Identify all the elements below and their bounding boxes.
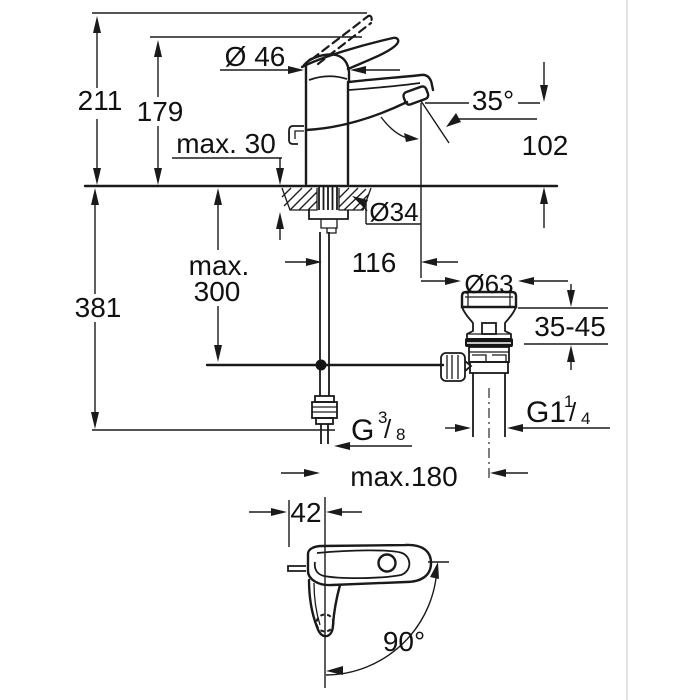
rod-knob xyxy=(440,352,473,382)
side-view-faucet xyxy=(83,14,559,188)
lever-horizontal xyxy=(306,543,433,587)
depth-below-label: 381 xyxy=(75,292,122,323)
dim-shank-diameter: Ø34 xyxy=(352,196,421,227)
supply-thread-g: G xyxy=(351,414,374,447)
dim-depth-below: 381 xyxy=(75,188,122,429)
handle-projection-label: 42 xyxy=(290,497,321,528)
dim-handle-projection: 42 xyxy=(249,497,362,547)
handle-swivel-label: 90° xyxy=(383,626,425,657)
dim-waste-thread: G1 1 / 4 xyxy=(445,392,610,432)
dim-hose-length: max. 300 xyxy=(189,188,250,362)
dim-total-height: 211 xyxy=(78,12,367,185)
lever-button xyxy=(377,553,397,573)
total-height-label: 211 xyxy=(78,85,123,116)
dim-body-diameter: Ø 46 xyxy=(220,41,400,74)
hook-detail xyxy=(288,125,304,145)
hose-length-label-1: max. xyxy=(189,250,250,281)
body-diameter-label: Ø 46 xyxy=(225,41,286,72)
basin-thickness-label: 35-45 xyxy=(534,311,606,342)
dim-basin-thickness: 35-45 xyxy=(518,284,608,370)
lever-height-label: 179 xyxy=(137,96,184,127)
supply-fitting xyxy=(311,395,338,444)
dim-waste-flange-diameter: Ø63 xyxy=(421,269,568,299)
outlet-angle-label: 35° xyxy=(472,85,514,116)
aerator xyxy=(402,85,430,106)
dim-rod-offset: max.180 xyxy=(281,461,528,492)
rod-offset-label: max.180 xyxy=(350,461,457,492)
top-view-handle: 90° 42 xyxy=(249,497,449,688)
dim-handle-swivel: 90° xyxy=(325,561,449,676)
mounting-nut xyxy=(308,210,349,220)
waste-thread-numerator: 1 xyxy=(564,392,573,411)
dim-lever-height: 179 xyxy=(137,36,362,185)
supply-thread-denominator: 8 xyxy=(396,425,405,444)
deck-hatch-left xyxy=(281,187,318,211)
dim-supply-thread: G 3 / 8 xyxy=(334,408,412,450)
hose-length-label-2: 300 xyxy=(194,276,241,307)
lever-rotated xyxy=(307,578,342,638)
waste-cap xyxy=(460,290,518,309)
dim-outlet-reach: 116 xyxy=(285,103,458,278)
waste-thread-g: G1 xyxy=(526,396,566,429)
lever-button-hidden xyxy=(315,613,335,633)
supply-thread-numerator: 3 xyxy=(378,408,387,427)
supply-thread-slash: / xyxy=(384,414,392,444)
handle-stub xyxy=(287,565,306,572)
waste-thread-slash: / xyxy=(569,397,577,427)
dim-outlet-height: 102 xyxy=(522,62,569,228)
deck-hatch-right xyxy=(338,187,372,211)
supply-tube xyxy=(319,232,330,396)
outlet-height-label: 102 xyxy=(522,130,569,161)
outlet-reach-label: 116 xyxy=(352,247,397,278)
waste-flange-diameter-label: Ø63 xyxy=(464,269,513,299)
rod-pivot xyxy=(315,359,327,371)
drain-assembly xyxy=(440,290,518,478)
dim-deck-thickness: max. 30 xyxy=(172,128,284,240)
deck-thickness-label: max. 30 xyxy=(176,128,276,159)
dim-outlet-angle: 35° xyxy=(420,85,540,144)
waste-stem xyxy=(481,322,497,335)
side-view-below-deck xyxy=(92,187,445,444)
waste-thread-denominator: 4 xyxy=(581,409,590,428)
shank-diameter-label: Ø34 xyxy=(369,197,418,227)
threaded-shank xyxy=(318,187,338,210)
raised-lever-dashed xyxy=(304,14,373,66)
